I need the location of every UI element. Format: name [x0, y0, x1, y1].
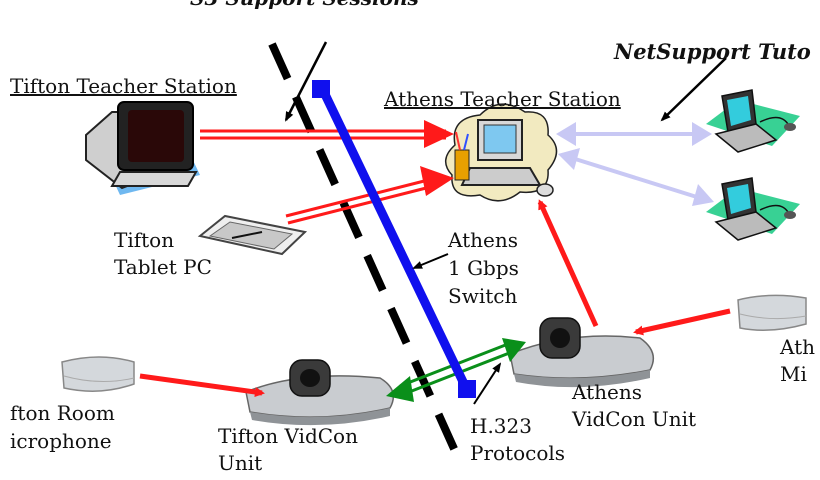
tifton-tablet-label-line2: Tablet PC — [114, 255, 212, 279]
athens-vidcon-label-line1: Athens — [572, 380, 642, 404]
athens-teacher-station-label: Athens Teacher Station — [384, 87, 621, 111]
athens-vidcon-label-line2: VidCon Unit — [572, 407, 697, 431]
athens-vidcon-to-station-arrow — [537, 199, 599, 328]
netsupport-link-upper — [556, 122, 712, 146]
microphone-icon — [56, 332, 138, 416]
tifton-mic-label-line2: icrophone — [10, 429, 112, 453]
top-callout-arrow — [284, 41, 328, 122]
tablet-pc-icon — [197, 214, 308, 256]
athens-mic-arrow — [633, 308, 731, 336]
h323-label-line1: H.323 — [470, 414, 532, 438]
athens-mic-label-line2: Mi — [780, 362, 807, 386]
h323-callout-arrow — [473, 362, 502, 405]
athens-switch-label-line1: Athens — [448, 228, 518, 252]
tifton-tablet-label-line1: Tifton — [114, 228, 175, 252]
tifton-mic-label-line1: fton Room — [10, 401, 115, 425]
h323-label-line2: Protocols — [470, 441, 566, 465]
student-laptop-icon — [706, 89, 800, 153]
athens-mic-label-line1: Ath — [780, 335, 816, 359]
teacher-computer-icon — [445, 103, 558, 202]
tifton-vidcon-label-line1: Tifton VidCon — [218, 424, 358, 448]
switch-callout-arrow — [412, 253, 449, 269]
site-boundary-dashed-line — [268, 42, 464, 464]
videoconference-unit-icon — [245, 359, 395, 426]
microphone-icon — [737, 294, 807, 331]
netsupport-label: NetSupport Tuto — [614, 39, 811, 64]
athens-switch-line — [312, 80, 476, 398]
tifton-vidcon-label-line2: Unit — [218, 451, 263, 475]
desktop-computer-icon — [85, 101, 200, 195]
tifton-station-to-athens-arrow — [200, 120, 454, 148]
athens-switch-label-line3: Switch — [448, 284, 518, 308]
athens-switch-label-line2: 1 Gbps — [448, 256, 519, 280]
student-laptop-icon — [706, 177, 800, 241]
netsupport-callout-arrow — [660, 57, 727, 122]
top-cut-label: S3 Support Sessions — [190, 0, 419, 10]
tablet-to-athens-arrow — [285, 166, 454, 225]
videoconference-unit-icon — [509, 317, 655, 388]
tifton-teacher-station-label: Tifton Teacher Station — [10, 74, 237, 98]
tifton-mic-arrow — [139, 373, 265, 397]
netsupport-link-lower — [558, 148, 714, 206]
